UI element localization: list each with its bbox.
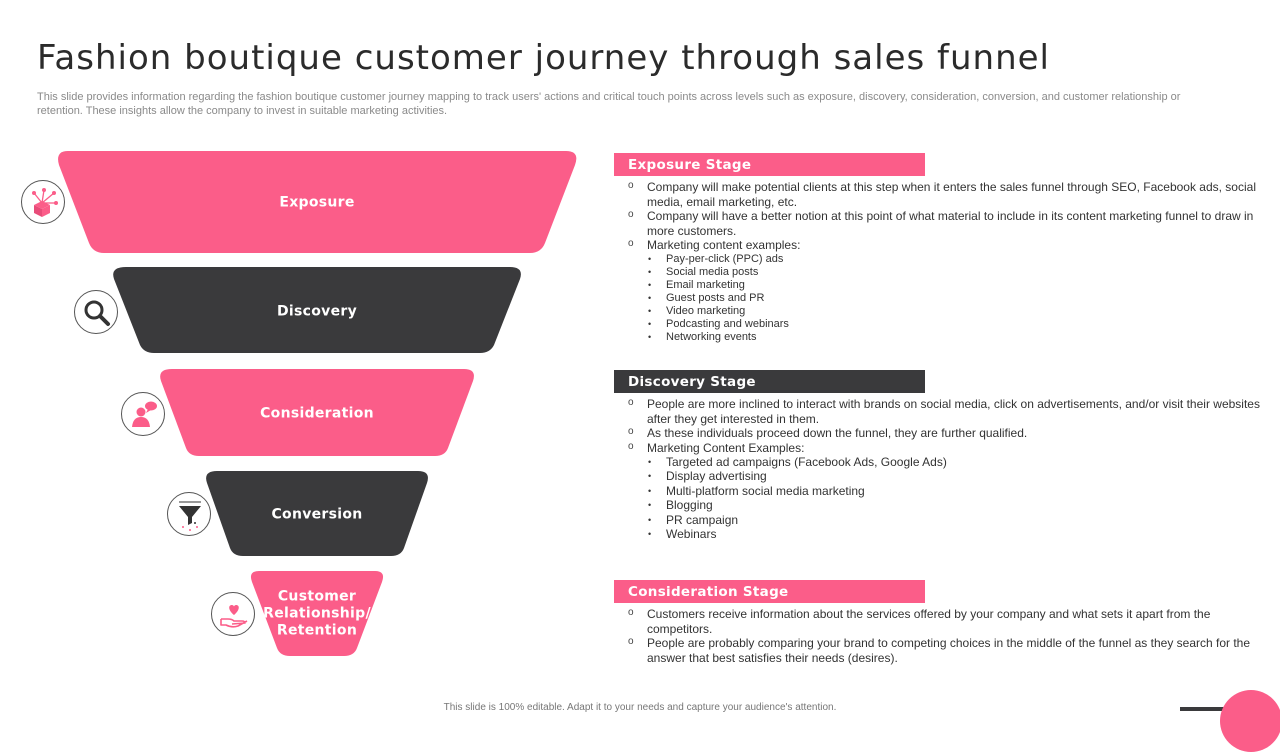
funnel-layer-exposure [58,151,577,253]
sub-list-item: Video marketing [647,305,1264,318]
sub-list-item: Pay-per-click (PPC) ads [647,253,1264,266]
sub-list-item: Social media posts [647,266,1264,279]
consideration-stage-heading: Consideration Stage [614,580,925,603]
stage-label-discovery: Discovery [276,303,358,320]
stage-label-consideration: Consideration [260,405,374,422]
sub-list-item: PR campaign [647,513,1264,528]
consideration-stage-panel: Consideration Stage Customers receive in… [614,580,1264,665]
stage-label-conversion: Conversion [271,506,363,523]
list-item: People are more inclined to interact wit… [614,396,1264,426]
stage-label-exposure: Exposure [279,194,355,211]
funnel-layer-consideration [160,369,474,456]
list-item: People are probably comparing your brand… [614,635,1264,665]
exposure-stage-heading: Exposure Stage [614,153,925,176]
list-item-text: Marketing Content Examples: [647,440,805,455]
sub-list-item: Networking events [647,331,1264,344]
corner-decoration [1220,690,1280,752]
exposure-examples: Pay-per-click (PPC) ads Social media pos… [647,253,1264,344]
stage-label-retention-line2: Relationship/ [263,605,371,622]
funnel-shapes [58,151,577,656]
footer-divider [1180,707,1236,711]
footer-note: This slide is 100% editable. Adapt it to… [443,702,837,713]
list-item: Marketing Content Examples: Targeted ad … [614,440,1264,542]
list-item: Customers receive information about the … [614,606,1264,636]
magnifier-icon [74,290,118,334]
list-item-text: Marketing content examples: [647,238,801,252]
discovery-stage-panel: Discovery Stage People are more inclined… [614,370,1264,542]
sub-list-item: Blogging [647,498,1264,513]
list-item: Marketing content examples: Pay-per-clic… [614,237,1264,344]
list-item: Company will make potential clients at t… [614,179,1264,209]
sub-list-item: Email marketing [647,279,1264,292]
consideration-points: Customers receive information about the … [614,606,1264,665]
discovery-points: People are more inclined to interact wit… [614,396,1264,542]
boxes-network-icon [21,180,65,224]
sales-funnel: Exposure Discovery Consideration Convers… [0,145,600,665]
sub-list-item: Targeted ad campaigns (Facebook Ads, Goo… [647,455,1264,470]
stage-label-retention-line3: Retention [276,622,358,639]
person-thinking-icon [121,392,165,436]
page-title: Fashion boutique customer journey throug… [37,38,1051,78]
sub-list-item: Podcasting and webinars [647,318,1264,331]
sub-list-item: Guest posts and PR [647,292,1264,305]
exposure-stage-panel: Exposure Stage Company will make potenti… [614,153,1264,344]
exposure-points: Company will make potential clients at t… [614,179,1264,344]
stage-label-retention-line1: Customer [277,588,357,605]
discovery-examples: Targeted ad campaigns (Facebook Ads, Goo… [647,455,1264,542]
filter-funnel-icon [167,492,211,536]
sub-list-item: Display advertising [647,469,1264,484]
funnel-layer-discovery [113,267,521,353]
discovery-stage-heading: Discovery Stage [614,370,925,393]
hand-heart-icon [211,592,255,636]
sub-list-item: Multi-platform social media marketing [647,484,1264,499]
list-item: Company will have a better notion at thi… [614,208,1264,238]
funnel-layer-retention [250,571,384,656]
stage-label-retention: Customer Relationship/ Retention [263,589,371,640]
sub-list-item: Webinars [647,527,1264,542]
page-subtitle: This slide provides information regardin… [37,91,1181,117]
funnel-layer-conversion [206,471,428,556]
list-item: As these individuals proceed down the fu… [614,425,1264,441]
